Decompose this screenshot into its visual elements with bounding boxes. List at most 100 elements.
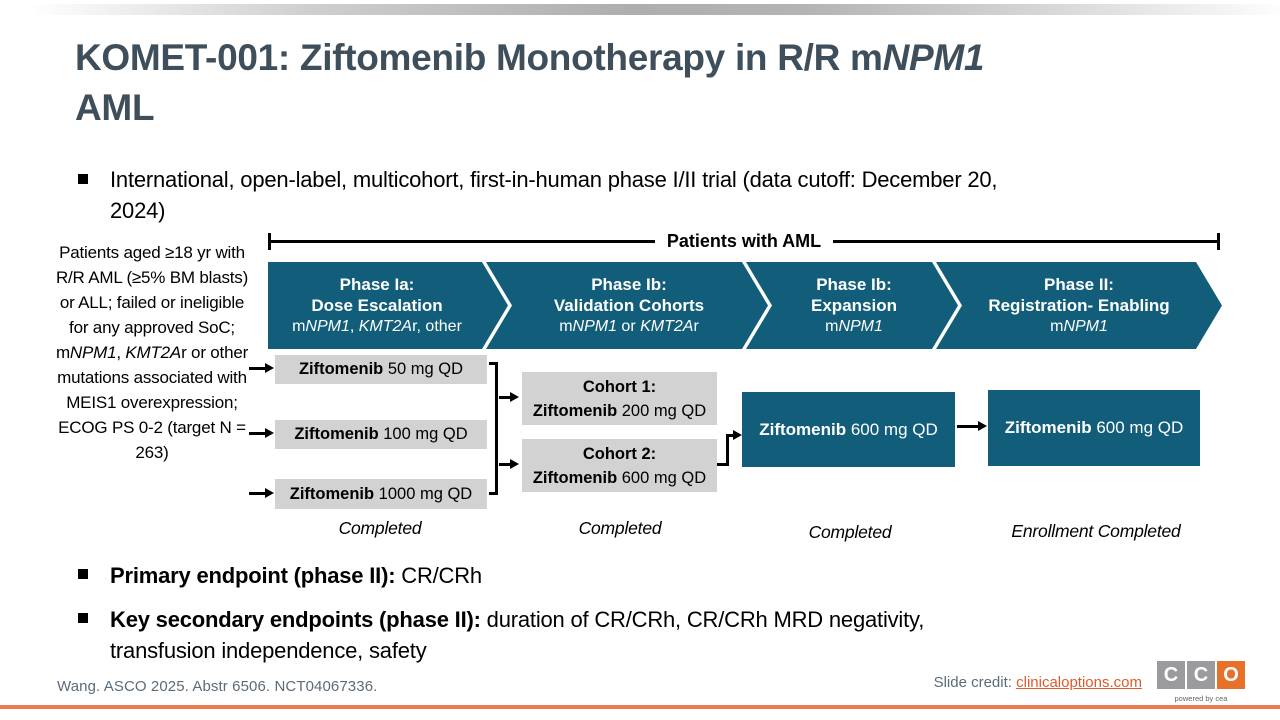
primary-endpoint-bullet: Primary endpoint (phase II): CR/CRh (78, 560, 482, 591)
logo-letter-c2: C (1187, 661, 1215, 689)
phase-subtitle: Validation Cohorts (553, 296, 705, 315)
pop-prefix: m (292, 318, 306, 335)
pop-mid: or (616, 318, 641, 335)
phase-title: Phase Ib: (816, 275, 892, 294)
status-phase-ia: Completed (338, 518, 422, 538)
phase-title: Phase Ia: (339, 275, 415, 294)
bullet-square-icon (78, 613, 88, 623)
phase-arrow-ii-registration: Phase II: Registration- Enabling mNPM1 (936, 262, 1222, 349)
cohort-box-1: Cohort 1: Ziftomenib 200 mg QD (522, 372, 717, 425)
flow-arrow (499, 396, 511, 399)
flow-arrow (249, 492, 266, 495)
flow-arrowhead-icon (510, 392, 519, 402)
expansion-dose-box: Ziftomenib 600 mg QD (742, 392, 955, 467)
flow-arrowhead-icon (978, 421, 987, 431)
flow-arrow (249, 432, 266, 435)
endpoint-value: CR/CRh (401, 563, 482, 588)
drug-name: Ziftomenib (1004, 418, 1092, 437)
title-gene-italic: NPM1 (882, 37, 985, 78)
escalation-bracket (489, 362, 498, 495)
bracket-right-tick (1217, 232, 1220, 250)
elbow-connector (726, 434, 734, 437)
bottom-accent-line (0, 705, 1280, 709)
primary-endpoint-text: Primary endpoint (phase II): CR/CRh (110, 560, 482, 591)
drug-name: Ziftomenib (759, 419, 847, 439)
pop-suffix: r (693, 318, 699, 335)
slide-credit: Slide credit: clinicaloptions.com (934, 674, 1142, 691)
dose-value: 1000 mg QD (374, 484, 473, 503)
phase-subtitle: Expansion (811, 296, 897, 315)
dose-value: 200 mg QD (617, 401, 707, 420)
registration-dose-box: Ziftomenib 600 mg QD (988, 390, 1200, 466)
slide-credit-label: Slide credit: (933, 674, 1017, 691)
pop-gene1: NPM1 (838, 318, 883, 335)
flow-arrow (249, 367, 266, 370)
drug-name: Ziftomenib (298, 360, 384, 378)
endpoint-value: duration of CR/CRh, CR/CRh MRD negativit… (110, 607, 925, 663)
drug-name: Ziftomenib (294, 425, 379, 443)
phase-title: Phase Ib: (591, 275, 667, 294)
pop-gene2: KMT2A (358, 318, 413, 335)
secondary-endpoints-text: Key secondary endpoints (phase II): dura… (110, 604, 1010, 666)
phase-subtitle: Dose Escalation (311, 296, 443, 315)
pop-mid: , (349, 318, 359, 335)
eligibility-gene-kmt2a: KMT2A (125, 343, 182, 362)
status-phase-ii: Enrollment Completed (1011, 521, 1181, 541)
phase-population: mNPM1 or KMT2Ar (510, 316, 748, 337)
elbow-connector (726, 436, 729, 466)
eligibility-text-2: r or other mutations associated with MEI… (57, 343, 249, 462)
phase-arrow-ia-dose-escalation: Phase Ia: Dose Escalation mNPM1, KMT2Ar,… (268, 262, 508, 349)
pop-gene2: KMT2A (640, 318, 694, 335)
powered-by-text: powered by cea (1174, 694, 1228, 703)
phase-population: mNPM1 (960, 316, 1198, 337)
pop-prefix: m (1050, 318, 1064, 335)
bracket-left-bar (271, 239, 655, 243)
secondary-endpoints-bullet: Key secondary endpoints (phase II): dura… (78, 604, 1010, 666)
cohort-label: Cohort 1: (582, 377, 657, 396)
flow-arrowhead-icon (733, 430, 742, 440)
status-phase-ib-validation: Completed (578, 518, 662, 538)
pop-gene1: NPM1 (1063, 318, 1108, 335)
drug-name: Ziftomenib (289, 484, 375, 503)
flow-arrowhead-icon (265, 428, 274, 438)
dose-box-50mg: Ziftomenib 50 mg QD (275, 355, 487, 384)
phase-arrow-ib-validation: Phase Ib: Validation Cohorts mNPM1 or KM… (486, 262, 768, 349)
patients-with-aml-bracket: Patients with AML (268, 231, 1220, 251)
dose-value: 50 mg QD (383, 360, 464, 378)
trial-description-bullet: International, open-label, multicohort, … (78, 164, 1010, 226)
flow-arrow (499, 463, 511, 466)
flow-arrowhead-icon (265, 363, 274, 373)
cohort-box-2: Cohort 2: Ziftomenib 600 mg QD (522, 439, 717, 492)
endpoint-label: Primary endpoint (phase II): (110, 563, 402, 588)
title-text: KOMET-001: Ziftomenib Monotherapy in R/R… (75, 37, 883, 78)
patients-with-aml-label: Patients with AML (666, 230, 822, 251)
drug-name: Ziftomenib (532, 468, 618, 487)
footer-reference: Wang. ASCO 2025. Abstr 6506. NCT04067336… (57, 678, 378, 695)
pop-gene1: NPM1 (572, 318, 617, 335)
bullet-square-icon (78, 174, 88, 184)
pop-prefix: m (825, 318, 839, 335)
status-phase-ib-expansion: Completed (808, 522, 892, 542)
drug-name: Ziftomenib (532, 401, 618, 420)
phase-subtitle: Registration- Enabling (988, 296, 1170, 315)
endpoint-label: Key secondary endpoints (phase II): (110, 607, 487, 632)
pop-gene1: NPM1 (305, 318, 350, 335)
dose-value: 600 mg QD (617, 468, 707, 487)
eligibility-text: Patients aged ≥18 yr with R/R AML (≥5% B… (55, 243, 249, 362)
bullet-square-icon (78, 569, 88, 579)
dose-box-1000mg: Ziftomenib 1000 mg QD (275, 479, 487, 509)
pop-prefix: m (559, 318, 573, 335)
eligibility-gene-npm1: NPM1 (69, 343, 117, 362)
cco-logo: C C O (1157, 661, 1245, 689)
phase-title: Phase II: (1044, 275, 1114, 294)
flow-arrowhead-icon (510, 459, 519, 469)
trial-description-text: International, open-label, multicohort, … (110, 167, 998, 223)
phase-population: mNPM1 (770, 316, 938, 337)
dose-box-100mg: Ziftomenib 100 mg QD (275, 420, 487, 449)
phase-flow: Phase Ia: Dose Escalation mNPM1, KMT2Ar,… (268, 262, 1222, 349)
dose-value: 100 mg QD (378, 425, 468, 443)
eligibility-criteria: Patients aged ≥18 yr with R/R AML (≥5% B… (52, 240, 252, 465)
slide-credit-link[interactable]: clinicaloptions.com (1016, 674, 1142, 691)
phase-population: mNPM1, KMT2Ar, other (268, 316, 486, 337)
